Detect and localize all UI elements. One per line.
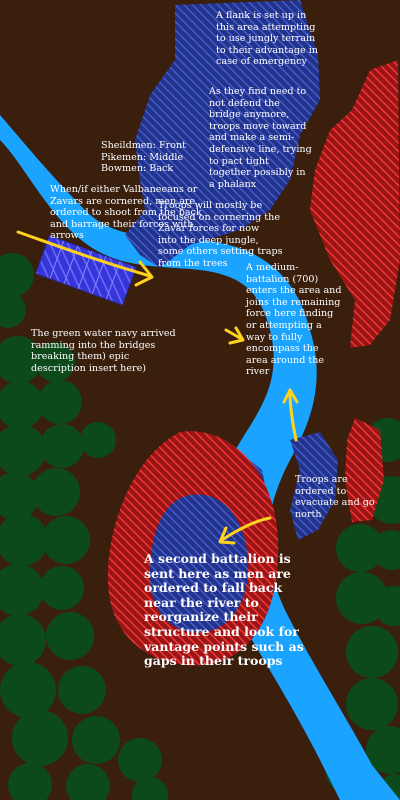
fallback-arrow (220, 516, 272, 542)
navy-arrow (16, 230, 152, 278)
flank-zone (125, 0, 320, 268)
river (0, 115, 400, 800)
enemy-zone-northeast (310, 60, 400, 348)
north-arrow (288, 391, 298, 442)
navy-arrow-head (134, 260, 154, 287)
movement-arrows (16, 230, 299, 545)
fallback-arrow-head (218, 526, 236, 545)
jungle-left (0, 253, 168, 800)
evacuate-zone (290, 432, 338, 540)
annotation-navy: The green water navy arrived ramming int… (31, 328, 176, 374)
enemy-zone-southwest (107, 431, 279, 666)
annotation-medium-battalion: A medium- battalion (700) enters the are… (246, 262, 342, 378)
battalion-arrow-head (228, 326, 245, 345)
battalion-arrow (224, 328, 242, 340)
annotation-defend: As they find need to not defend the brid… (209, 86, 312, 190)
annotation-cornering: Troops will mostly be focused on corneri… (158, 200, 283, 269)
annotation-formation: Sheildmen: Front Pikemen: Middle Bowmen:… (101, 140, 186, 175)
annotation-second-battalion: A second battalion is sent here as men a… (144, 551, 304, 669)
annotation-flank: A flank is set up in this area attemptin… (216, 10, 318, 68)
north-arrow-head (282, 388, 299, 404)
annotation-evacuate: Troops are ordered to evacuate and go no… (295, 474, 375, 520)
annotation-cornered: When/if either Valbaneeans or Zavars are… (50, 184, 202, 242)
enemy-zone-east (345, 418, 384, 522)
